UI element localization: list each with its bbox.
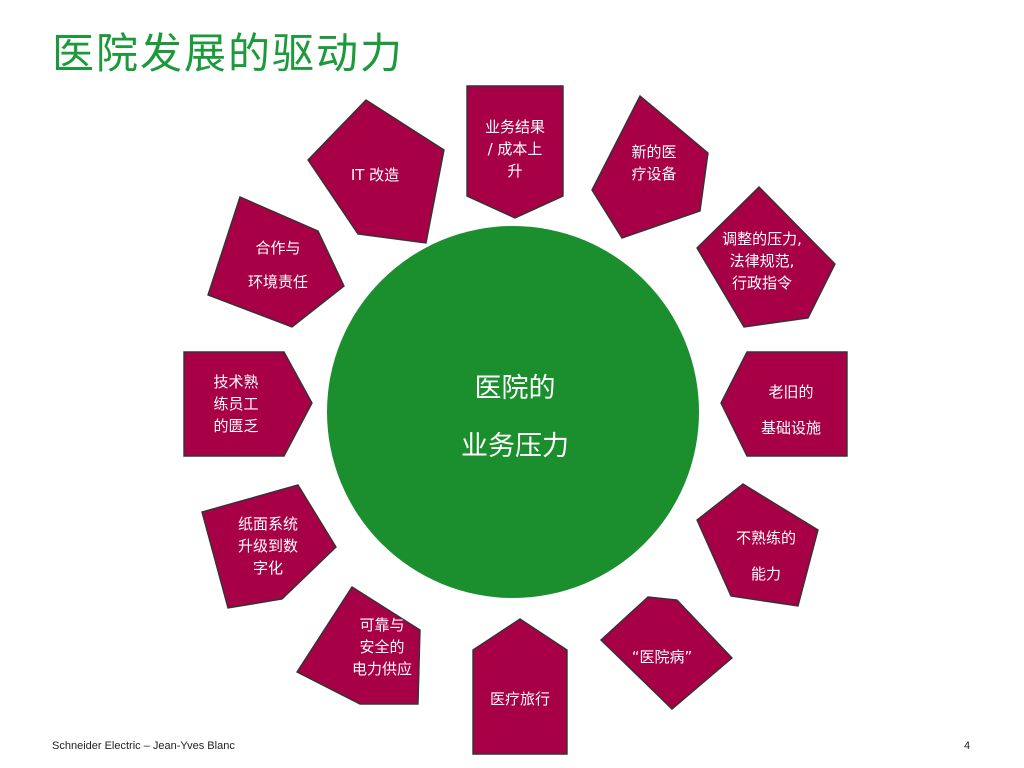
page-number: 4 — [964, 740, 971, 752]
driver-label-hospital-disease: “医院病” — [631, 648, 693, 666]
driver-label-new-equipment: 新的医 疗设备 — [631, 143, 677, 183]
footer-credit: Schneider Electric – Jean-Yves Blanc — [52, 740, 235, 752]
pentagon-power-supply — [295, 586, 421, 705]
pentagon-cooperation — [207, 196, 345, 328]
pentagon-old-infrastructure — [720, 351, 848, 457]
pentagon-regulation — [696, 186, 836, 328]
driver-label-paper-system: 纸面系统 升级到数 字化 — [237, 515, 298, 577]
center-circle — [327, 226, 699, 598]
pentagon-it — [307, 99, 445, 244]
driver-label-old-infrastructure: 老旧的 基础设施 — [760, 383, 821, 437]
pentagon-hospital-disease — [599, 596, 734, 710]
pentagon-medical-tourism — [472, 618, 568, 755]
driver-label-cooperation: 合作与 环境责任 — [247, 239, 308, 291]
pentagon-new-equipment — [591, 94, 709, 239]
pentagon-unskilled — [696, 483, 819, 607]
pentagon-skill-shortage — [183, 351, 313, 457]
driver-label-unskilled: 不熟练的 能力 — [735, 529, 796, 583]
driver-label-power-supply: 可靠与 安全的 电力供应 — [351, 616, 412, 678]
pentagon-paper-system — [201, 484, 337, 609]
page-title: 医院发展的驱动力 — [52, 29, 405, 78]
pentagon-business-result — [466, 85, 564, 219]
driver-label-business-result: 业务结果 / 成本上 升 — [484, 118, 545, 180]
center-label: 医院的 业务压力 — [461, 373, 569, 462]
driver-label-regulation: 调整的压力, 法律规范, 行政指令 — [722, 230, 802, 292]
driver-label-it: IT 改造 — [350, 166, 400, 184]
driver-label-skill-shortage: 技术熟 练员工 的匮乏 — [213, 373, 259, 435]
driver-label-medical-tourism: 医疗旅行 — [489, 690, 550, 708]
